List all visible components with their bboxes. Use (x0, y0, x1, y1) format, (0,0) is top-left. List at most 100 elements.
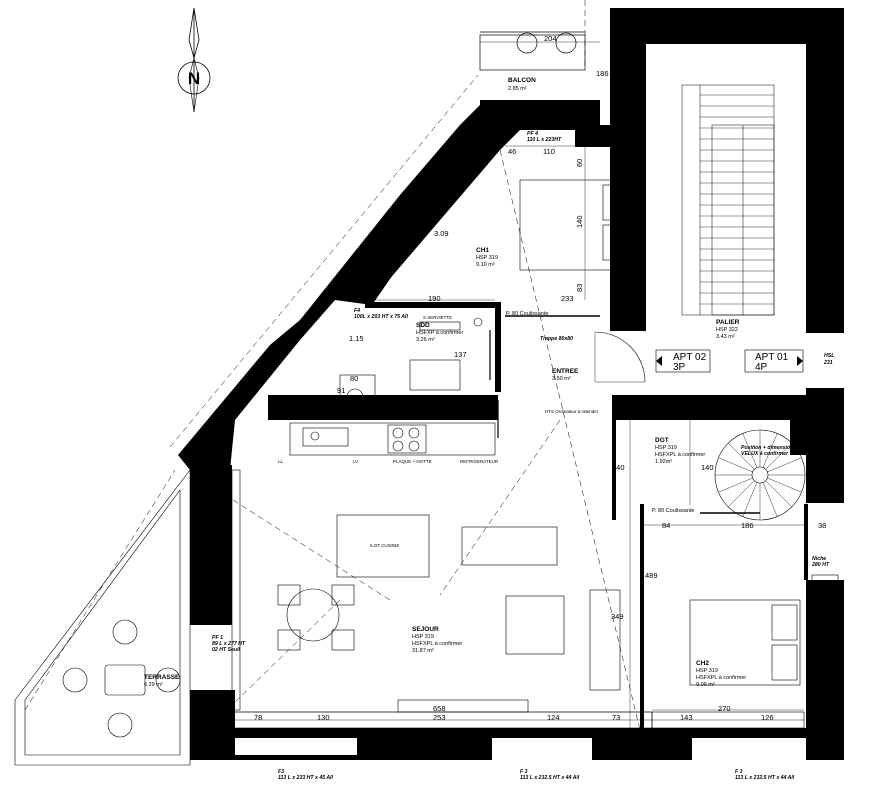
dgt-note: HSFXPL à confirmer (655, 452, 705, 458)
spiral-step (718, 457, 753, 473)
pf4-dims: 110 L x 223HT (527, 137, 562, 143)
plaque-label: PLAQUE + HOTTE (393, 459, 432, 464)
dim-658: 658 (433, 704, 446, 713)
dimension-lines (232, 41, 804, 730)
ch1-name: CH1 (476, 247, 489, 254)
sejour-hsp: HSP 319 (412, 634, 434, 640)
terrasse-area: 6.29 m² (144, 682, 163, 688)
apt02-type: 3P (673, 362, 686, 373)
dim-38: 38 (818, 521, 826, 530)
spiral-step (762, 433, 778, 468)
dim-83: 83 (575, 284, 584, 292)
spiral-step (728, 480, 755, 507)
dim-124: 124 (547, 713, 560, 722)
hsp-value: 223 (550, 113, 560, 119)
room-labels: BALCON 2.85 m² CH1 HSP 319 9.10 m² PALIE… (144, 77, 746, 688)
dim-270: 270 (718, 704, 731, 713)
sejour-area: 31.87 m² (412, 648, 434, 654)
pf1-name: PF 1 (212, 635, 223, 641)
niche1-name: Niche (735, 410, 749, 416)
f4-name: F4 (354, 308, 360, 314)
p80-ch2-label: P. 80 Coulissante (652, 508, 694, 514)
trappe-label: Trappe 80x80 (540, 336, 573, 342)
sdd-hsp: HSFXP à confirmer (416, 330, 463, 336)
dim-349: 349 (611, 612, 624, 621)
lv-label: LV (353, 459, 358, 464)
hts-label: HTS Ordinateur à ratender (545, 409, 599, 414)
dim-489: 489 (645, 571, 658, 580)
dim-204: 204 (544, 34, 557, 43)
hsp-label: HSP (551, 106, 562, 112)
doors (489, 315, 760, 514)
ll-label: LL (278, 459, 284, 464)
f4-dims: 100L x 203 HT x 75 All (354, 314, 408, 320)
dim-46: 46 (508, 147, 516, 156)
terrasse-name: TERRASSE (144, 674, 180, 681)
ch2-hsp: HSP 319 (696, 668, 718, 674)
dim-126: 126 (761, 713, 774, 722)
f3c-dims: 113 L x 232.5 HT x 44 All (735, 775, 795, 781)
annotations: HSP 223 P. 80 Coulissante Trappe 80x80 P… (278, 106, 834, 568)
f3b-dims: 113 L x 232.5 HT x 44 All (520, 775, 580, 781)
ch2-name: CH2 (696, 660, 709, 667)
balcon-area: 2.85 m² (508, 86, 527, 92)
refrigerateur-label: REFRIGERATEUR (460, 459, 499, 464)
f3c-name: F 3 (735, 769, 743, 775)
sdd-name: SDD (416, 322, 430, 329)
dim-137: 137 (454, 350, 467, 359)
dim-253: 253 (433, 713, 446, 722)
dim-143: 143 (680, 713, 693, 722)
guide-lines (24, 0, 641, 731)
dim-190: 190 (428, 294, 441, 303)
north-compass: N (177, 7, 211, 113)
dim-115: 1.15 (349, 334, 364, 343)
entree-name: ENTREE (552, 368, 579, 375)
apt02-name: APT 02 (673, 352, 707, 363)
p80-sdd-label: P. 80 Coulissante (496, 350, 502, 392)
sdd-area: 3.26 m² (416, 337, 435, 343)
dim-186b: 186 (741, 521, 754, 530)
compass-north-letter: N (188, 69, 200, 88)
f3b-name: F 3 (520, 769, 528, 775)
hsl-value: 231 (823, 360, 833, 366)
spiral-step (762, 482, 778, 517)
escalier-note-1: Position + dimensions (741, 445, 796, 451)
pf1-dims: 89 L x 277 HT (212, 641, 246, 647)
dgt-hsp: HSP 319 (655, 445, 677, 451)
palier-area: 3.43 m² (716, 334, 735, 340)
dim-73a: 73 (612, 147, 620, 156)
spiral-step (767, 457, 802, 473)
stair-treads (700, 94, 774, 305)
escalier-note-2: VELUX à confirmer (741, 451, 789, 457)
opening-labels: PF 4 110 L x 223HT F4 100L x 203 HT x 75… (212, 131, 795, 781)
apartment-tags: APT 02 3P APT 01 4P (655, 349, 804, 373)
dgt-area: 1.92m² (655, 459, 672, 465)
spiral-step (767, 477, 802, 493)
ch2-note: HSFXPL à confirmer (696, 675, 746, 681)
staircase (681, 84, 775, 316)
spiral-stair-rays (715, 430, 805, 520)
niche2-hsp: 280 HT (811, 562, 830, 568)
dim-140a: 140 (575, 215, 584, 228)
ch1-hsp: HSP 319 (476, 255, 498, 261)
dim-80: 80 (350, 374, 358, 383)
palier-name: PALIER (716, 319, 740, 326)
spiral-step (765, 480, 792, 507)
niche2-name: Niche (812, 556, 826, 562)
dim-130: 130 (317, 713, 330, 722)
dim-140c: 140 (701, 463, 714, 472)
sejour-name: SEJOUR (412, 626, 439, 633)
dim-78: 78 (254, 713, 262, 722)
dim-91: 91 (337, 386, 345, 395)
spiral-step (718, 477, 753, 493)
balcon-name: BALCON (508, 77, 536, 84)
niche1-hsp: 229 HT (734, 416, 753, 422)
spiral-step (742, 433, 758, 468)
balcony (479, 31, 586, 71)
ilot-label: ILOT CUISINE (370, 543, 399, 548)
entree-area: 3.50 m² (552, 376, 571, 382)
apt01-type: 4P (755, 362, 768, 373)
dim-60: 60 (575, 159, 584, 167)
p80-ch1-label: P. 80 Coulissante (506, 311, 548, 317)
